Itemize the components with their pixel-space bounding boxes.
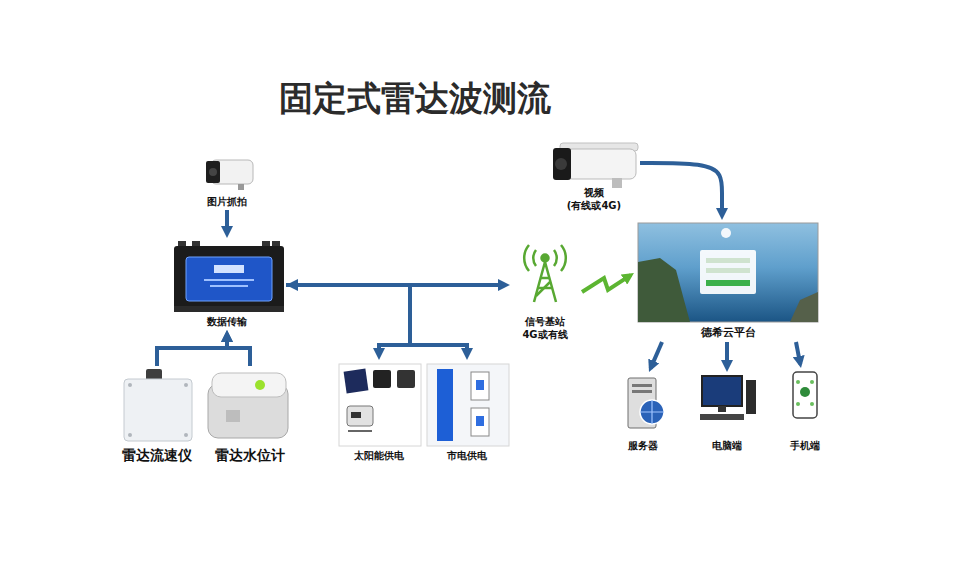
device-node: 德希云平台 bbox=[636, 220, 820, 342]
device-label: 电脑端 bbox=[712, 440, 742, 455]
signal-tower-icon bbox=[524, 245, 566, 302]
flow-arrow bbox=[157, 334, 227, 366]
device-label: 雷达流速仪 bbox=[122, 447, 192, 467]
device-node: 太阳能供电 bbox=[336, 360, 422, 464]
computer-icon bbox=[700, 376, 756, 420]
flow-arrow bbox=[225, 210, 229, 234]
flow-arrow bbox=[286, 285, 410, 356]
platform-screen-picture bbox=[638, 223, 818, 322]
device-node: 服务器 bbox=[612, 372, 674, 454]
flow-arrow bbox=[725, 342, 729, 368]
device-node: 数据传输 bbox=[168, 238, 286, 330]
device-label: 信号基站 4G或有线 bbox=[514, 316, 576, 343]
solar-supply-picture bbox=[339, 364, 421, 446]
device-node: 市电供电 bbox=[424, 360, 510, 464]
radar-flowmeter-icon bbox=[124, 369, 192, 441]
video-camera-icon bbox=[553, 143, 638, 188]
device-node: 图片抓拍 bbox=[196, 156, 258, 210]
device-label: 数据传输 bbox=[207, 316, 247, 331]
wireless-link bbox=[582, 275, 631, 292]
device-node: 雷达流速仪 bbox=[112, 366, 202, 466]
server-icon bbox=[628, 378, 664, 428]
diagram-title: 固定式雷达波测流 bbox=[165, 76, 665, 122]
flow-arrow bbox=[651, 342, 662, 368]
data-terminal-icon bbox=[174, 241, 284, 312]
phone-icon bbox=[793, 372, 817, 418]
flow-arrow bbox=[227, 334, 250, 366]
flow-arrow bbox=[640, 163, 722, 216]
device-node: 信号基站 4G或有线 bbox=[510, 245, 580, 343]
mains-supply-picture bbox=[427, 364, 509, 446]
radar-level-meter-icon bbox=[208, 373, 288, 438]
device-node: 手机端 bbox=[776, 368, 834, 454]
device-label: 视频 (有线或4G) bbox=[558, 187, 630, 214]
device-label: 服务器 bbox=[628, 440, 658, 455]
device-label: 德希云平台 bbox=[701, 326, 756, 342]
device-label: 市电供电 bbox=[447, 450, 487, 465]
device-label: 图片抓拍 bbox=[207, 196, 247, 211]
device-label: 太阳能供电 bbox=[354, 450, 404, 465]
flow-arrow bbox=[286, 285, 467, 356]
camera-icon bbox=[206, 160, 253, 190]
device-node: 视频 (有线或4G) bbox=[548, 140, 640, 214]
device-label: 手机端 bbox=[790, 440, 820, 455]
device-node: 电脑端 bbox=[694, 372, 760, 454]
device-label: 雷达水位计 bbox=[215, 447, 285, 467]
device-node: 雷达水位计 bbox=[204, 366, 296, 466]
flow-arrow bbox=[796, 342, 800, 364]
